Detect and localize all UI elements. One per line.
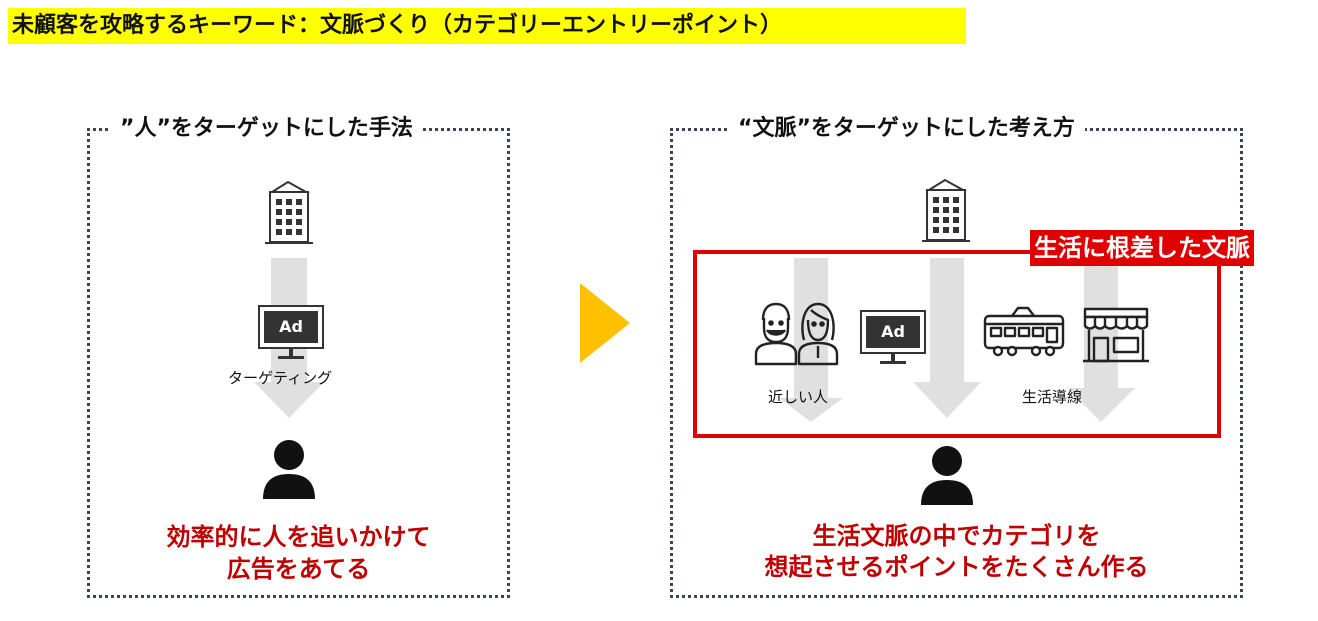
close-people-arrow-head: [779, 398, 843, 422]
ad-label: Ad: [279, 317, 303, 336]
ad-monitor-icon: Ad: [258, 305, 324, 361]
context-tag: 生活に根差した文脈: [1030, 230, 1254, 266]
right-conclusion-line1: 生活文脈の中でカテゴリを: [812, 522, 1101, 550]
ad-monitor-icon: Ad: [860, 310, 926, 366]
center-target-arrow-head: [913, 382, 981, 418]
train-icon: [982, 304, 1066, 358]
left-conclusion-line2: 広告をあてる: [226, 555, 371, 583]
left-conclusion-line1: 効率的に人を追いかけて: [166, 523, 431, 551]
page-title: 未顧客を攻略するキーワード：文脈づくり（カテゴリーエントリーポイント）: [8, 8, 966, 44]
next-arrow: [580, 283, 630, 363]
person-icon: [919, 444, 975, 506]
store-icon: [1082, 306, 1150, 364]
person-icon: [261, 438, 317, 500]
building-icon: [920, 176, 972, 244]
ad-label: Ad: [881, 322, 905, 341]
right-conclusion-line2: 想起させるポイントをたくさん作る: [764, 553, 1149, 581]
couple-icon: [753, 300, 841, 366]
center-target-arrow-shaft: [930, 258, 964, 382]
close-people-caption: 近しい人: [768, 388, 829, 406]
life-route-arrow-head: [1067, 388, 1135, 422]
targeting-caption: ターゲティング: [228, 369, 333, 387]
left-panel-title: ”人”をターゲットにした手法: [110, 114, 423, 144]
life-route-caption: 生活導線: [1022, 388, 1083, 406]
left-target-arrow-head: [254, 382, 324, 418]
close-people-arrow-shaft: [794, 258, 828, 398]
building-icon: [263, 178, 315, 246]
context-box: [693, 250, 1221, 438]
right-panel-title: “文脈”をターゲットにした考え方: [728, 114, 1085, 144]
